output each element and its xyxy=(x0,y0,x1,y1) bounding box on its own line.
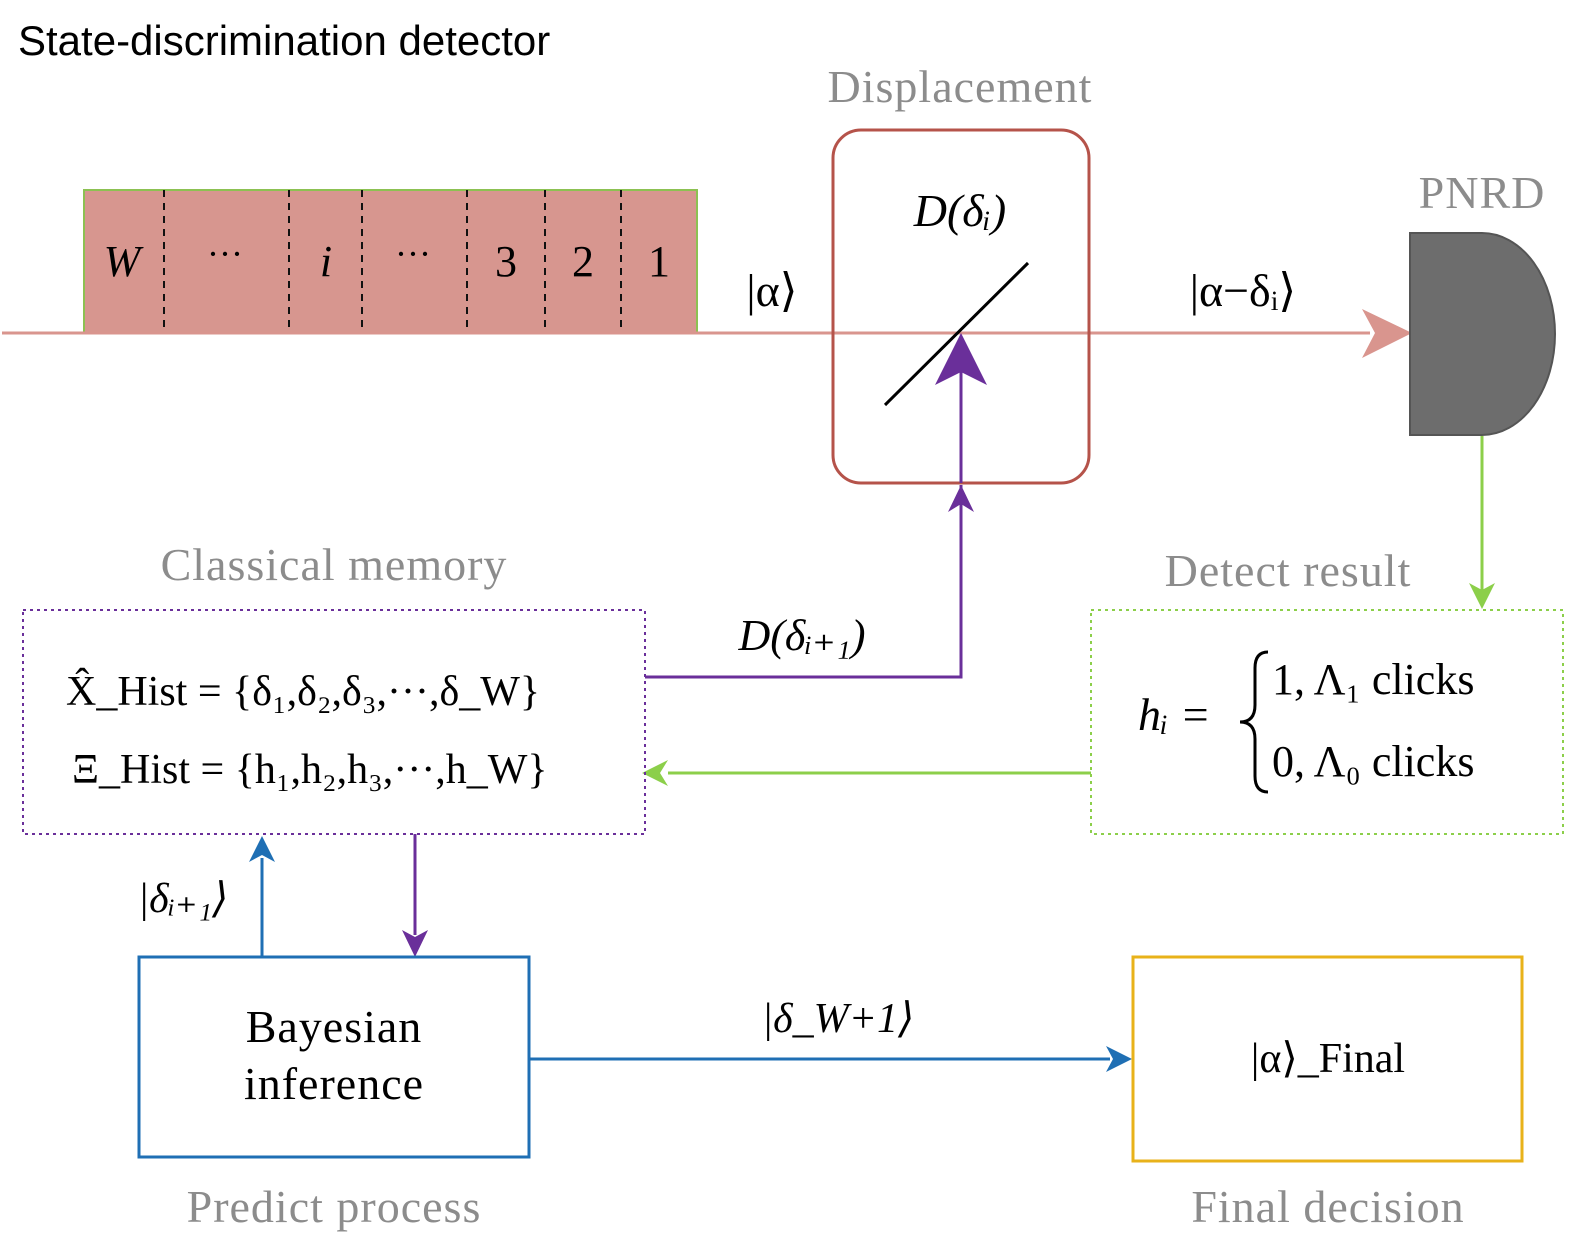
result-to-memory-arrowhead xyxy=(642,760,668,786)
feedback-operator-label: D(δᵢ₊₁) xyxy=(737,611,865,660)
final-delta-label: |δ_W+1⟩ xyxy=(762,996,915,1042)
predict-process-label: Predict process xyxy=(187,1181,482,1232)
pulse-slot-1: 1 xyxy=(648,237,670,286)
pulse-slot-i: i xyxy=(320,237,332,286)
memory-xi-hist: Ξ_Hist = {h₁,h₂,h₃,···,h_W} xyxy=(72,747,548,793)
pulse-slot-ellipsis-2: ··· xyxy=(395,234,431,274)
displacement-control-arrowhead xyxy=(935,333,987,385)
feedback-line xyxy=(645,485,963,679)
pnrd-detector-icon xyxy=(1409,232,1556,436)
pulse-train-box xyxy=(83,189,698,334)
final-state: |α⟩_Final xyxy=(1251,1036,1405,1082)
pulse-slot-2: 2 xyxy=(572,237,594,286)
final-decision-label: Final decision xyxy=(1191,1181,1464,1232)
diagram-title: State-discrimination detector xyxy=(18,17,550,64)
memory-x-hist: X̂_Hist = {δ₁,δ₂,δ₃,···,δ_W} xyxy=(66,667,540,715)
bayesian-inference-box xyxy=(137,955,531,1159)
classical-memory-label: Classical memory xyxy=(161,539,508,590)
displacement-operator: D(δᵢ) xyxy=(913,185,1007,236)
detect-brace xyxy=(1239,650,1269,794)
displacement-label: Displacement xyxy=(828,61,1093,112)
output-state-label: |α−δᵢ⟩ xyxy=(1190,265,1296,316)
classical-memory-box xyxy=(22,609,646,835)
pulse-slot-w: W xyxy=(104,237,144,286)
pulse-dividers xyxy=(163,190,622,333)
pulse-slot-3: 3 xyxy=(495,237,517,286)
detect-result-box xyxy=(1090,609,1564,835)
next-delta-label: |δᵢ₊₁⟩ xyxy=(138,876,229,922)
beam-arrowhead xyxy=(1362,309,1412,358)
detect-arrowhead xyxy=(1469,583,1495,609)
detect-lhs: hᵢ = xyxy=(1138,689,1211,740)
bayes-line-2: inference xyxy=(244,1058,424,1109)
final-decision-box xyxy=(1131,955,1524,1163)
detect-result-label: Detect result xyxy=(1165,545,1412,596)
detect-case-0: 0, Λ₀ clicks xyxy=(1272,737,1474,786)
beam-splitter xyxy=(883,261,1030,407)
input-state-label: |α⟩ xyxy=(746,265,797,316)
feedback-arrowhead-small xyxy=(948,485,974,512)
pnrd-label: PNRD xyxy=(1419,167,1546,218)
bayes-to-memory-arrowhead xyxy=(249,836,275,862)
bayes-to-final-arrowhead xyxy=(1106,1046,1132,1072)
pulse-slot-ellipsis-1: ··· xyxy=(207,234,243,274)
detect-case-1: 1, Λ₁ clicks xyxy=(1272,655,1474,704)
memory-to-bayes-arrowhead xyxy=(402,930,428,957)
bayes-line-1: Bayesian xyxy=(246,1001,423,1052)
